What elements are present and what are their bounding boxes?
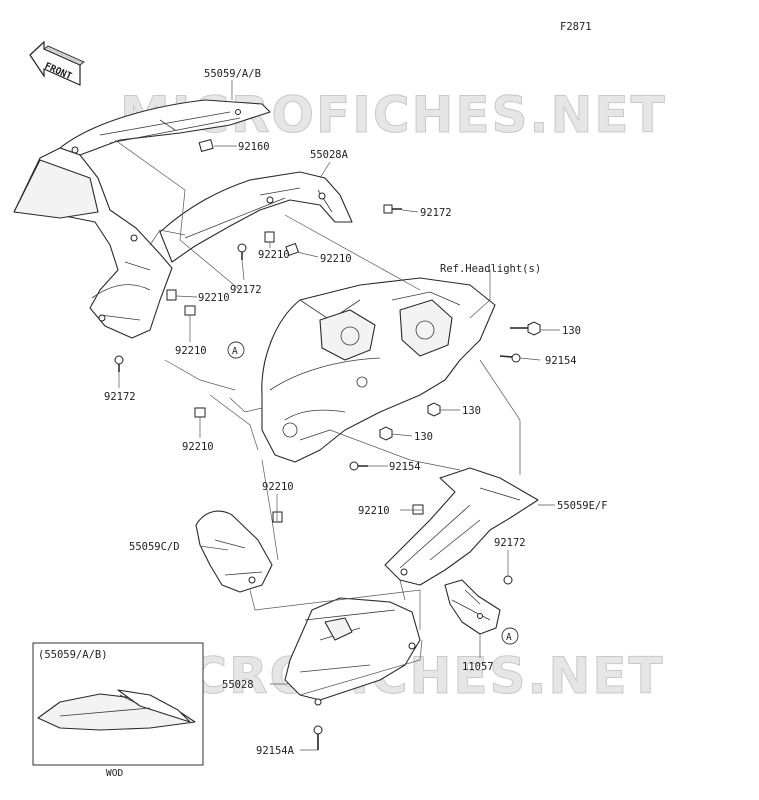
bolt-130-icon <box>379 426 393 441</box>
nut-92210-icon <box>184 305 196 316</box>
svg-text:A: A <box>506 632 512 643</box>
label-92172-b: 92172 <box>230 284 262 296</box>
label-130-a: 130 <box>562 325 581 337</box>
svg-text:A: A <box>232 346 238 357</box>
label-55059cd: 55059C/D <box>129 541 180 553</box>
nut-92210-icon <box>194 407 206 418</box>
label-92210-e: 92210 <box>182 441 214 453</box>
screw-92154-icon <box>349 461 368 471</box>
left-fairing-part <box>13 147 173 339</box>
label-92210-d: 92210 <box>175 345 207 357</box>
front-arrow-icon: FRONT <box>29 40 85 86</box>
label-92154-a: 92154 <box>545 355 577 367</box>
bolt-92172-icon <box>503 575 513 585</box>
label-55028: 55028 <box>222 679 254 691</box>
label-130-b: 130 <box>462 405 481 417</box>
label-55028a: 55028A <box>310 149 349 161</box>
nut-92210-icon <box>264 231 275 243</box>
label-130-c: 130 <box>414 431 433 443</box>
label-55059ef: 55059E/F <box>557 500 608 512</box>
label-92210-g: 92210 <box>358 505 390 517</box>
ref-marker-a-1: A <box>227 341 245 359</box>
nut-92210-icon <box>272 511 283 523</box>
right-fairing-part <box>384 467 539 586</box>
screw-92154a-icon <box>313 725 323 750</box>
label-92210-b: 92210 <box>320 253 352 265</box>
inset-caption: WOD <box>106 768 123 779</box>
label-92210-f: 92210 <box>262 481 294 493</box>
bolt-130-icon <box>427 402 441 417</box>
nut-92210-icon <box>412 504 424 515</box>
label-92172-c: 92172 <box>104 391 136 403</box>
nut-92210-icon <box>166 289 177 301</box>
inner-cowl-part <box>159 171 353 263</box>
bracket-part <box>444 579 501 635</box>
bolt-92172-icon <box>383 204 402 214</box>
label-92154a: 92154A <box>256 745 295 757</box>
hardware-items <box>114 138 541 750</box>
figure-code: F2871 <box>560 21 592 33</box>
part-labels: 55059/A/B 92160 55028A 92172 92172 92210… <box>104 68 608 757</box>
watermark-top: MICROFICHES.NET <box>120 86 667 144</box>
bolt-92172-icon <box>114 355 124 372</box>
bolt-130-icon <box>510 321 541 336</box>
upper-cowl-part <box>59 99 271 156</box>
headlight-assembly-part <box>261 277 496 463</box>
screw-92154-icon <box>499 353 521 363</box>
label-ref-headlight: Ref.Headlight(s) <box>440 263 541 275</box>
label-92160: 92160 <box>238 141 270 153</box>
ref-marker-a-2: A <box>501 627 519 645</box>
label-92210-a: 92210 <box>258 249 290 261</box>
label-92172-d: 92172 <box>494 537 526 549</box>
label-11057: 11057 <box>462 661 494 673</box>
label-92154-b: 92154 <box>389 461 421 473</box>
inset-title: (55059/A/B) <box>38 649 108 661</box>
nut-92210-icon <box>285 242 300 257</box>
leader-lines <box>114 80 560 751</box>
label-92172-a: 92172 <box>420 207 452 219</box>
bolt-92172-icon <box>237 243 247 260</box>
label-55059ab: 55059/A/B <box>204 68 261 80</box>
clip-92160-icon <box>198 138 214 152</box>
lower-left-cover-part <box>195 510 273 593</box>
label-92210-c: 92210 <box>198 292 230 304</box>
inset-box: (55059/A/B) WOD <box>32 642 204 779</box>
